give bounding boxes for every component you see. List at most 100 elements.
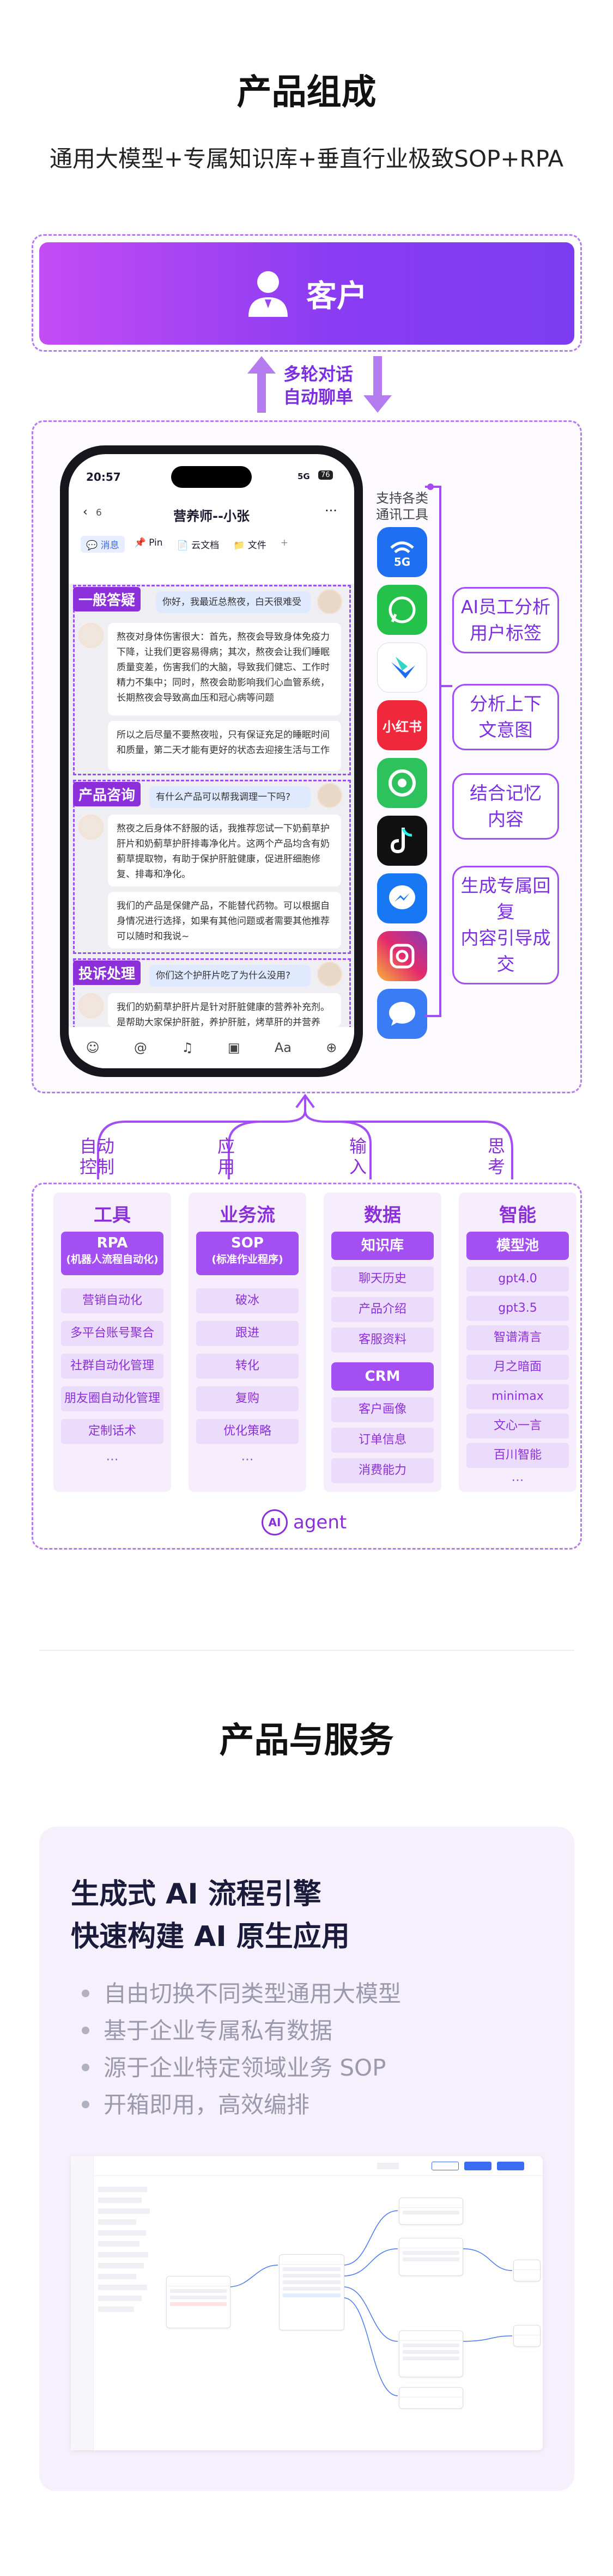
- workflow-node: [513, 2325, 541, 2347]
- column-workflow: 业务流 SOP(标准作业程序) 破冰 跟进 转化 复购 优化策略 ...: [189, 1192, 306, 1492]
- list-item: 产品介绍: [331, 1297, 434, 1322]
- list-item: 订单信息: [331, 1428, 434, 1453]
- list-item: 客户画像: [331, 1397, 434, 1422]
- instagram-icon: [377, 931, 427, 981]
- user-avatar: [317, 589, 342, 614]
- chat-count: 6: [96, 507, 102, 518]
- more-icon[interactable]: ···: [325, 503, 337, 518]
- chat-tabs: 💬 消息 📌 Pin 📄 云文档 📁 文件 +: [81, 536, 293, 553]
- user-message-1: 你好，我最近总熬夜，白天很难受: [156, 591, 311, 613]
- section-title: 产品组成: [236, 72, 377, 113]
- tag-complaint: 投诉处理: [73, 960, 141, 985]
- emoji-icon[interactable]: ☺: [86, 1040, 100, 1055]
- add-icon[interactable]: ⊕: [326, 1040, 337, 1055]
- agent-reply-2b: 我们的产品是保健产品，不能替代药物。可以根据自身情况进行选择，如果有其他问题或者…: [108, 892, 341, 949]
- workflow-node: [399, 2198, 463, 2225]
- user-avatar: [317, 783, 342, 808]
- capability-frame: [32, 1183, 582, 1550]
- knowledge-header: 知识库: [331, 1232, 434, 1260]
- chat-block-general: [73, 585, 351, 775]
- messenger-icon: [377, 873, 427, 923]
- status-signal: 5G: [298, 472, 310, 481]
- chat-block-product: [73, 780, 351, 954]
- workflow-node: [166, 2276, 230, 2328]
- more-dots: ...: [106, 1448, 119, 1464]
- column-data: 数据 知识库 聊天历史 产品介绍 客服资料 CRM 客户画像 订单信息 消费能力: [324, 1192, 441, 1492]
- divider: [39, 1650, 574, 1651]
- rpa-header: RPA(机器人流程自动化): [61, 1232, 163, 1275]
- workflow-node: [513, 2260, 541, 2281]
- feature-reply: 生成专属回复内容引导成交: [452, 866, 559, 984]
- list-item: 营销自动化: [61, 1288, 163, 1313]
- customer-label: 客户: [306, 278, 367, 314]
- connector-apply: 应用: [217, 1136, 235, 1177]
- sop-header: SOP(标准作业程序): [196, 1232, 299, 1275]
- chat-block-complaint: [73, 958, 351, 1029]
- ai-badge-icon: AI: [262, 1509, 288, 1535]
- connector-auto-control: 自动控制: [79, 1136, 114, 1177]
- list-item: 破冰: [196, 1288, 299, 1313]
- workflow-node: [399, 2330, 463, 2377]
- column-tools: 工具 RPA(机器人流程自动化) 营销自动化 多平台账号聚合 社群自动化管理 朋…: [53, 1192, 171, 1492]
- connector-think: 思考: [487, 1136, 505, 1177]
- card-headline: 生成式 AI 流程引擎快速构建 AI 原生应用: [71, 1878, 350, 1953]
- agent-reply-3: 我们的奶蓟草护肝片是针对肝脏健康的营养补充剂。是帮助大家保护肝脏，养护肝脏，烤草…: [108, 993, 341, 1027]
- list-item: 复购: [196, 1386, 299, 1411]
- list-item: gpt4.0: [466, 1266, 569, 1292]
- agent-avatar: [78, 623, 104, 648]
- tab-pin[interactable]: 📌 Pin: [134, 537, 163, 548]
- back-icon[interactable]: ‹: [83, 505, 88, 519]
- apps-note: 支持各类通讯工具: [376, 491, 428, 522]
- dynamic-island: [171, 466, 252, 488]
- feature-bracket: [425, 484, 452, 1017]
- connector-input: 输入: [349, 1136, 367, 1177]
- dialog-arrows: [247, 356, 392, 413]
- list-item: 文心一言: [466, 1414, 569, 1439]
- voice-icon[interactable]: ♫: [181, 1040, 193, 1055]
- column-title: 工具: [94, 1204, 131, 1226]
- image-icon[interactable]: ▣: [227, 1040, 240, 1055]
- list-item: 客服资料: [331, 1327, 434, 1353]
- user-avatar: [317, 962, 342, 987]
- agent-reply-2a: 熬夜之后身体不舒服的话，我推荐您试一下奶蓟草护肝片和奶蓟草护肝排毒净化片。这两个…: [108, 815, 341, 886]
- agent-reply-1b: 所以之后尽量不要熬夜啦，只有保证充足的睡眠时间和质量，第二天才能有更好的状态去迎…: [108, 721, 341, 771]
- feature-bullet: 源于企业特定领域业务 SOP: [82, 2049, 386, 2083]
- list-item: 聊天历史: [331, 1266, 434, 1292]
- feature-user-tags: AI员工分析用户标签: [452, 587, 559, 653]
- 5g-icon: 5G: [377, 527, 427, 577]
- dialog-note-2: 自动聊单: [283, 387, 354, 407]
- feature-memory: 结合记忆内容: [452, 773, 559, 840]
- mention-icon[interactable]: @: [133, 1040, 147, 1055]
- input-toolbar: ☺ @ ♫ ▣ Aa ⊕: [69, 1027, 354, 1068]
- tab-files[interactable]: 📁 文件: [233, 540, 266, 551]
- wechat-work-icon: [377, 758, 427, 808]
- feature-bullet: 自由切换不同类型通用大模型: [82, 1975, 401, 2009]
- customer-banner: 客户: [39, 242, 574, 345]
- list-item: 月之暗面: [466, 1355, 569, 1380]
- column-title: 智能: [499, 1204, 536, 1226]
- message-icon: [377, 989, 427, 1039]
- xiaohongshu-icon: 小红书: [377, 700, 427, 750]
- section-subtitle: 通用大模型+专属知识库+垂直行业极致SOP+RPA: [49, 145, 564, 172]
- crm-header: CRM: [331, 1362, 434, 1391]
- tag-general: 一般答疑: [73, 587, 141, 611]
- user-message-3: 你们这个护肝片吃了为什么没用?: [149, 965, 311, 987]
- workflow-editor-preview: [71, 2156, 543, 2450]
- list-item: 定制话术: [61, 1419, 163, 1444]
- column-title: 业务流: [220, 1204, 275, 1226]
- list-item: 社群自动化管理: [61, 1354, 163, 1379]
- feature-bullet: 开箱即用，高效编排: [82, 2087, 309, 2120]
- add-tab-icon[interactable]: +: [280, 537, 288, 548]
- tiktok-icon: [377, 816, 427, 866]
- workflow-node: [399, 2387, 463, 2409]
- workflow-node: [279, 2254, 344, 2330]
- more-dots: ...: [511, 1469, 524, 1484]
- phone-mockup: 20:57 5G 76 ‹ 6 营养师--小张 ··· 💬 消息 📌 Pin 📄…: [60, 445, 363, 1077]
- editor-header: [94, 2156, 543, 2176]
- section-title-2: 产品与服务: [219, 1721, 394, 1761]
- tab-messages[interactable]: 💬 消息: [81, 536, 125, 553]
- chat-title: 营养师--小张: [173, 509, 250, 524]
- font-icon[interactable]: Aa: [274, 1040, 292, 1055]
- tab-docs[interactable]: 📄 云文档: [177, 540, 220, 551]
- editor-edges: [228, 2210, 513, 2396]
